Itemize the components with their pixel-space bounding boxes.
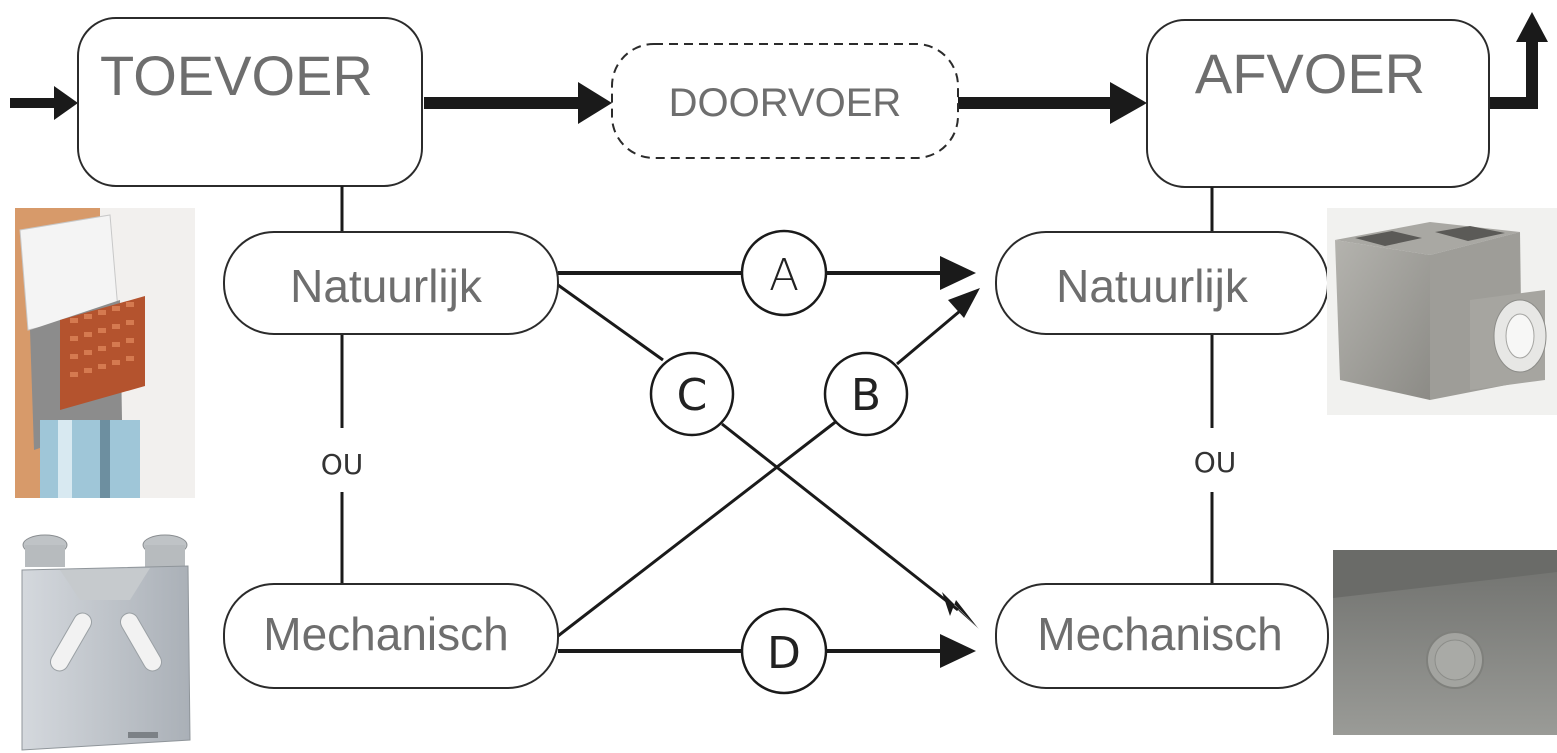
supply-box: TOEVOER	[77, 17, 423, 187]
supply-label: TOEVOER	[100, 44, 373, 107]
path-c-label: C	[677, 370, 708, 421]
supply-to-pass-arrow	[424, 82, 612, 124]
supply-natural-box: Natuurlijk	[223, 231, 559, 335]
path-a-label: A	[769, 250, 799, 301]
supply-mechanical-box: Mechanisch	[223, 583, 559, 689]
path-d-label: D	[767, 628, 801, 679]
path-b-badge: B	[823, 351, 909, 437]
window-vent-photo	[15, 208, 195, 498]
path-d-badge: D	[740, 607, 828, 695]
outlet-arrow	[1490, 12, 1548, 109]
path-a	[558, 256, 976, 290]
path-d	[558, 634, 976, 668]
exhaust-natural-box: Natuurlijk	[995, 231, 1329, 335]
path-a-badge: A	[740, 229, 828, 317]
path-b	[557, 288, 980, 638]
pass-through-label: DOORVOER	[669, 81, 902, 125]
concrete-duct-photo	[1327, 208, 1557, 415]
exhaust-box: AFVOER	[1146, 19, 1490, 188]
exhaust-or-label: OU	[1194, 446, 1237, 479]
heat-recovery-unit-photo	[15, 530, 195, 753]
path-c-badge: C	[649, 351, 735, 437]
ceiling-valve-photo	[1333, 550, 1557, 735]
exhaust-label: AFVOER	[1195, 42, 1425, 105]
supply-mechanical-label: Mechanisch	[263, 608, 508, 660]
supply-or-label: OU	[321, 448, 364, 481]
inlet-arrow	[10, 86, 78, 120]
exhaust-mechanical-box: Mechanisch	[995, 583, 1329, 689]
supply-natural-label: Natuurlijk	[290, 260, 483, 312]
exhaust-mechanical-label: Mechanisch	[1037, 608, 1282, 660]
exhaust-natural-label: Natuurlijk	[1056, 260, 1249, 312]
path-c	[557, 283, 979, 629]
path-b-label: B	[851, 370, 881, 421]
pass-to-exhaust-arrow	[958, 82, 1147, 124]
pass-through-box: DOORVOER	[611, 43, 959, 159]
